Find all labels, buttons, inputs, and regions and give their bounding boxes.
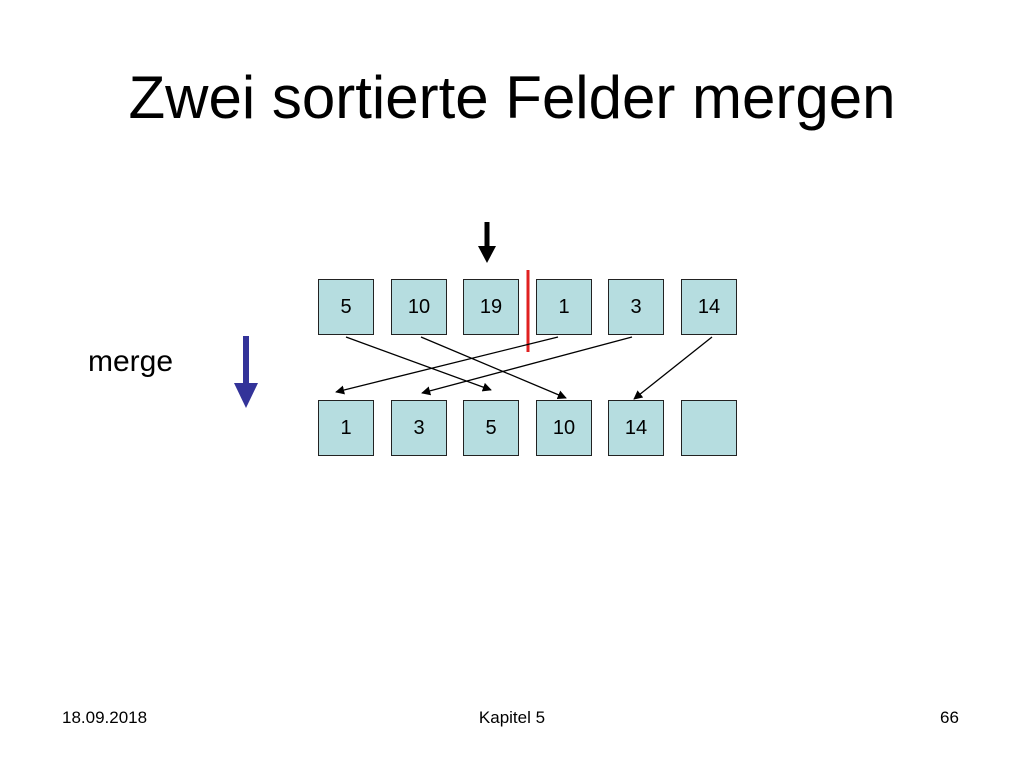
footer-date: 18.09.2018 bbox=[62, 708, 148, 727]
pointer-arrow-icon bbox=[478, 222, 496, 263]
top-cell-6: 14 bbox=[681, 279, 737, 335]
footer-page-number: 66 bbox=[940, 708, 959, 727]
top-cell-4: 1 bbox=[536, 279, 592, 335]
bottom-cell-2: 3 bbox=[391, 400, 447, 456]
merge-label: merge bbox=[88, 345, 174, 378]
bottom-cell-4: 10 bbox=[536, 400, 592, 456]
map-arrow-5 bbox=[345, 336, 492, 392]
bottom-cell-1: 1 bbox=[318, 400, 374, 456]
merge-direction-arrow-icon bbox=[234, 336, 258, 408]
map-arrow-3 bbox=[421, 336, 633, 396]
map-arrow-1 bbox=[335, 336, 559, 395]
footer-chapter: Kapitel 5 bbox=[478, 708, 546, 727]
bottom-cell-5: 14 bbox=[608, 400, 664, 456]
map-arrow-10 bbox=[420, 336, 567, 400]
top-cell-1: 5 bbox=[318, 279, 374, 335]
bottom-cell-6 bbox=[681, 400, 737, 456]
top-cell-2: 10 bbox=[391, 279, 447, 335]
top-cell-5: 3 bbox=[608, 279, 664, 335]
bottom-cell-3: 5 bbox=[463, 400, 519, 456]
top-cell-3: 19 bbox=[463, 279, 519, 335]
slide-title: Zwei sortierte Felder mergen bbox=[128, 64, 896, 131]
map-arrow-14 bbox=[633, 336, 713, 400]
